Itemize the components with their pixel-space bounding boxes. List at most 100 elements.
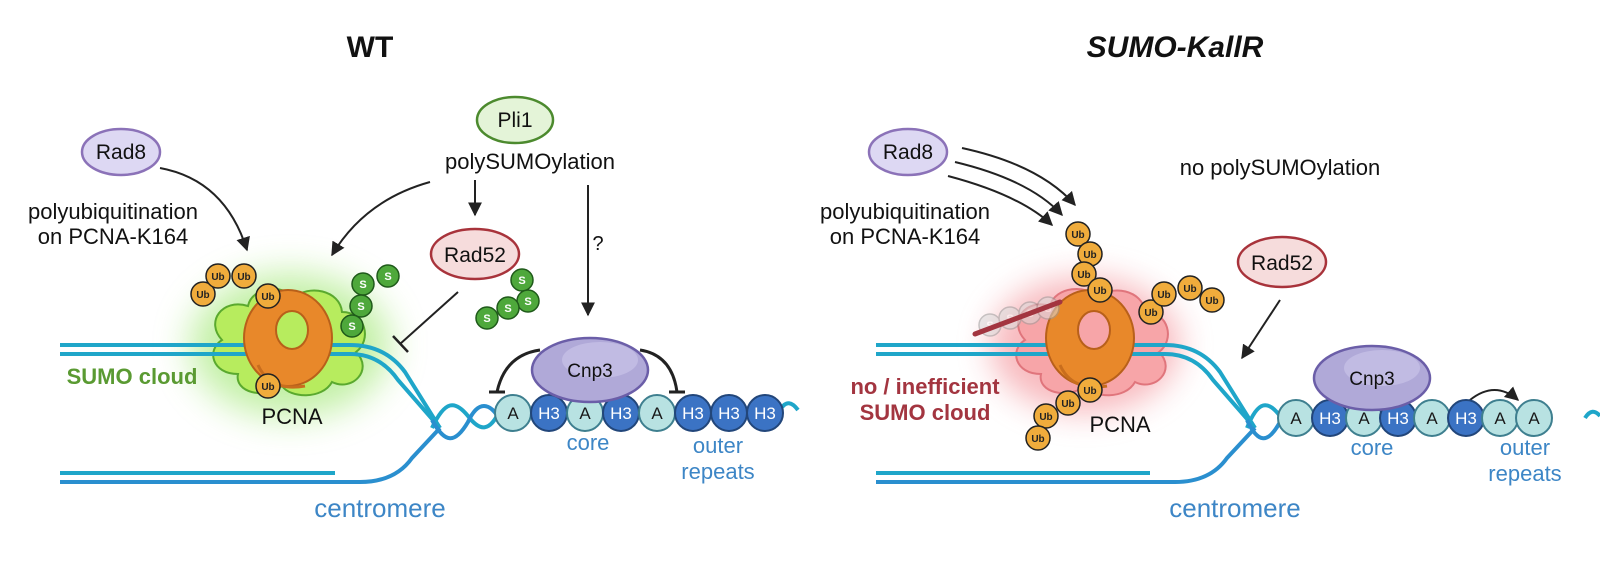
ubiquitin-glyph: Ub [1065, 221, 1091, 247]
svg-text:Ub: Ub [261, 292, 274, 303]
svg-text:S: S [357, 301, 364, 313]
sumo-glyph: S [516, 289, 540, 313]
svg-text:H3: H3 [538, 404, 560, 423]
dna-strands [60, 343, 800, 484]
svg-text:A: A [1290, 409, 1302, 428]
svg-text:Ub: Ub [1183, 284, 1196, 295]
pcna-ring [243, 289, 333, 389]
mut-dna-strands [876, 343, 1600, 484]
h3-nucleosome: H3 [710, 394, 748, 432]
ubiquitin-glyph: Ub [1077, 377, 1103, 403]
svg-text:Ub: Ub [1077, 270, 1090, 281]
svg-text:S: S [483, 313, 490, 325]
mut-cnp3-node: Cnp3 [1312, 344, 1432, 412]
svg-text:Ub: Ub [1157, 290, 1170, 301]
mut-cloud-label: no / inefficient [850, 374, 1000, 399]
svg-text:Ub: Ub [1039, 412, 1052, 423]
wt-polysumo-label: polySUMOylation [445, 149, 615, 174]
svg-text:Pli1: Pli1 [497, 109, 532, 132]
cenp-a-nucleosome: A [1515, 399, 1553, 437]
wt-core-label: core [567, 430, 610, 455]
mut-outer-label-2: repeats [1488, 461, 1561, 486]
mut-centromere-label: centromere [1169, 493, 1301, 523]
crossout-bar-icon [972, 299, 1063, 337]
svg-text:A: A [1528, 409, 1540, 428]
sumo-glyph: S [376, 264, 400, 288]
svg-text:Ub: Ub [1205, 296, 1218, 307]
svg-text:H3: H3 [718, 404, 740, 423]
mut-rad52-node: Rad52 [1236, 235, 1328, 289]
mut-arrows [947, 147, 1520, 401]
ubiquitin-glyph: Ub [1087, 277, 1113, 303]
mut-polyub-label-2: on PCNA-K164 [830, 224, 980, 249]
svg-text:A: A [1494, 409, 1506, 428]
mut-rad8-node: Rad8 [867, 127, 949, 177]
ubiquitin-glyph: Ub [1138, 299, 1164, 325]
svg-text:A: A [1426, 409, 1438, 428]
h3-nucleosome: H3 [746, 394, 784, 432]
svg-text:A: A [651, 404, 663, 423]
wt-arrows [159, 167, 595, 353]
ubiquitin-glyph: Ub [1025, 425, 1051, 451]
ubiquitin-glyph: Ub [1077, 241, 1103, 267]
mut-title: SUMO-KallR [1087, 31, 1264, 64]
svg-text:Ub: Ub [1144, 308, 1157, 319]
wt-ubiquitin-chain: Ub Ub Ub Ub Ub [190, 263, 281, 399]
wt-polyub-label: polyubiquitination [28, 199, 198, 224]
svg-text:Ub: Ub [1083, 386, 1096, 397]
h3-nucleosome: H3 [530, 394, 568, 432]
sumo-glyph: S [496, 296, 520, 320]
wt-outer-label-2: repeats [681, 459, 754, 484]
ubiquitin-glyph: Ub [1151, 281, 1177, 307]
ubiquitin-glyph: Ub [205, 263, 231, 289]
wt-sumo-cloud-label: SUMO cloud [67, 364, 198, 389]
cenp-a-nucleosome: A [494, 394, 532, 432]
wt-inhibition-arcs [489, 348, 685, 394]
sumo-glyph: S [475, 306, 499, 330]
wt-pli1-node: Pli1 [475, 95, 555, 145]
wt-cnp3-node: Cnp3 [530, 336, 650, 404]
ubiquitin-glyph: Ub [255, 283, 281, 309]
mut-ubiquitin-chains: Ub Ub Ub Ub Ub Ub Ub Ub Ub Ub Ub Ub [1025, 221, 1225, 451]
mut-core-label: core [1351, 435, 1394, 460]
wt-outer-label: outer [693, 433, 743, 458]
svg-text:H3: H3 [1319, 409, 1341, 428]
h3-nucleosome: H3 [602, 394, 640, 432]
svg-text:Ub: Ub [1093, 286, 1106, 297]
wt-rad52-node: Rad52 [429, 227, 521, 281]
wt-rad8-node: Rad8 [80, 127, 162, 177]
wt-question-mark: ? [592, 233, 603, 255]
sumo-glyph: S [510, 268, 534, 292]
wt-centromere-label: centromere [314, 493, 446, 523]
svg-text:Rad52: Rad52 [1251, 252, 1313, 275]
svg-text:Cnp3: Cnp3 [1349, 369, 1394, 390]
svg-text:Ub: Ub [211, 272, 224, 283]
wt-nucleosome-row: A H3 A H3 A H3 H3 H3 [494, 394, 784, 432]
ubiquitin-glyph: Ub [190, 281, 216, 307]
cenp-a-nucleosome: A [1413, 399, 1451, 437]
svg-text:Cnp3: Cnp3 [567, 361, 612, 382]
svg-text:A: A [579, 404, 591, 423]
svg-text:S: S [359, 279, 366, 291]
svg-text:Ub: Ub [1083, 250, 1096, 261]
svg-text:S: S [348, 321, 355, 333]
svg-text:S: S [524, 296, 531, 308]
mut-cloud-label-2: SUMO cloud [860, 400, 991, 425]
svg-text:Rad8: Rad8 [883, 141, 933, 164]
wt-pcna-label: PCNA [261, 404, 322, 429]
mut-no-polysumo-label: no polySUMOylation [1180, 155, 1381, 180]
h3-nucleosome: H3 [674, 394, 712, 432]
ubiquitin-glyph: Ub [231, 263, 257, 289]
svg-text:Ub: Ub [261, 382, 274, 393]
ubiquitin-glyph: Ub [1199, 287, 1225, 313]
svg-text:H3: H3 [1387, 409, 1409, 428]
svg-text:S: S [504, 303, 511, 315]
svg-text:Ub: Ub [1071, 230, 1084, 241]
svg-text:H3: H3 [682, 404, 704, 423]
mut-outer-label: outer [1500, 435, 1550, 460]
mut-polyub-label: polyubiquitination [820, 199, 990, 224]
cenp-a-nucleosome: A [1481, 399, 1519, 437]
cenp-a-nucleosome: A [638, 394, 676, 432]
